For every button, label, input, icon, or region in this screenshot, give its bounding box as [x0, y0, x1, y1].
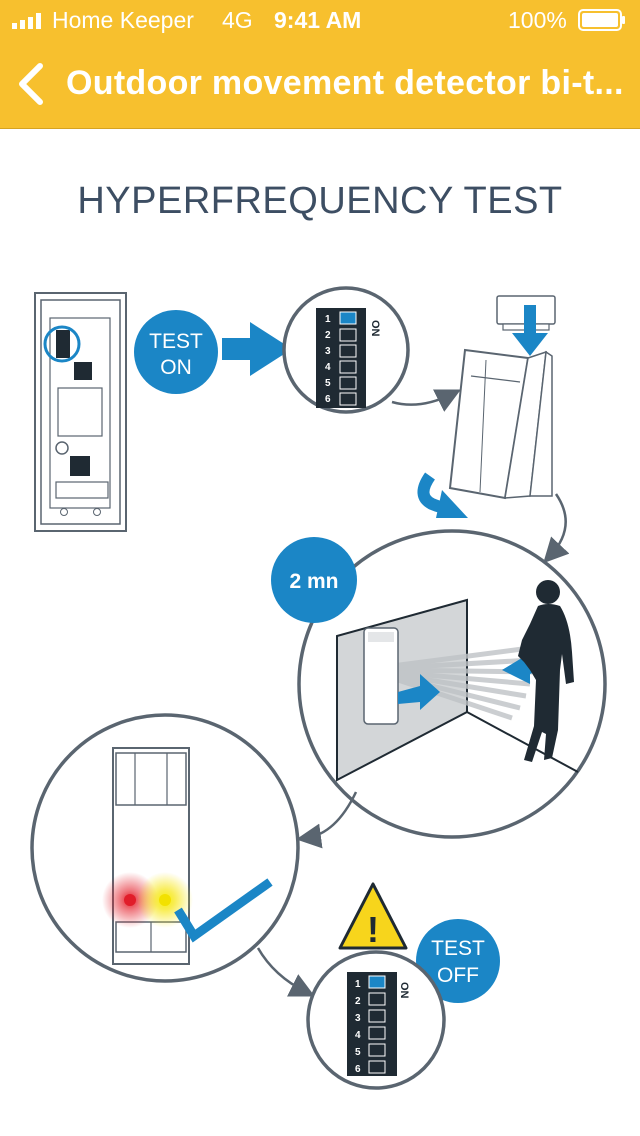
arrow-to-cover: [391, 389, 461, 412]
warning-triangle-icon: !: [338, 882, 408, 950]
svg-text:5: 5: [325, 378, 331, 389]
svg-text:4: 4: [325, 362, 331, 373]
battery-percent: 100%: [508, 7, 567, 33]
page-title: Outdoor movement detector bi-t...: [66, 64, 624, 102]
network-type: 4G: [222, 7, 253, 33]
status-time: 9:41 AM: [274, 7, 362, 33]
svg-text:ON: ON: [369, 320, 381, 337]
arrow-to-test-off: [256, 947, 315, 997]
svg-text:2: 2: [325, 330, 331, 341]
dip-switch-test-off: 1 2 3 4 5 6 ON: [306, 950, 446, 1090]
status-bar: Home Keeper 4G 9:41 AM 100%: [0, 0, 640, 40]
test-on-badge: TEST ON: [134, 310, 218, 394]
svg-text:TEST: TEST: [149, 330, 203, 353]
svg-text:ON: ON: [398, 982, 410, 999]
svg-text:2 mn: 2 mn: [289, 570, 338, 593]
arrow-to-motion-test: [543, 493, 570, 564]
detector-closing-cover: [448, 295, 556, 500]
svg-text:OFF: OFF: [437, 964, 479, 987]
svg-text:1: 1: [325, 314, 331, 325]
back-chevron-icon[interactable]: [14, 60, 48, 108]
battery-icon: [578, 9, 625, 31]
carrier-name: Home Keeper: [52, 7, 194, 33]
led-check-view: [30, 713, 300, 983]
svg-text:1: 1: [355, 979, 361, 990]
svg-text:!: !: [367, 909, 379, 950]
section-heading: HYPERFREQUENCY TEST: [77, 180, 563, 222]
nav-bar: Outdoor movement detector bi-t...: [0, 40, 640, 129]
svg-text:5: 5: [355, 1047, 361, 1058]
hyperfrequency-test-illustration: TEST ON 1 2 3 4 5 6 ON: [30, 286, 607, 1090]
svg-text:6: 6: [325, 394, 331, 405]
svg-text:TEST: TEST: [431, 937, 485, 960]
svg-text:6: 6: [355, 1064, 361, 1075]
motion-test-scene: [297, 529, 607, 839]
svg-text:3: 3: [355, 1013, 361, 1024]
device-board-open: [34, 292, 127, 532]
dip-switch-test-on: 1 2 3 4 5 6 ON: [282, 286, 410, 414]
rotate-arrow-head: [436, 490, 468, 518]
arrow-to-led-check: [296, 791, 358, 849]
signal-strength-icon: [12, 13, 41, 29]
person-silhouette: [518, 580, 574, 762]
test-off-badge: TEST OFF: [416, 919, 500, 1003]
blue-arrow-right: [222, 322, 292, 376]
checkmark-icon: [174, 878, 273, 943]
svg-text:ON: ON: [160, 356, 192, 379]
timer-badge: 2 mn: [271, 537, 357, 623]
svg-text:2: 2: [355, 996, 361, 1007]
svg-text:3: 3: [325, 346, 331, 357]
svg-text:4: 4: [355, 1030, 361, 1041]
